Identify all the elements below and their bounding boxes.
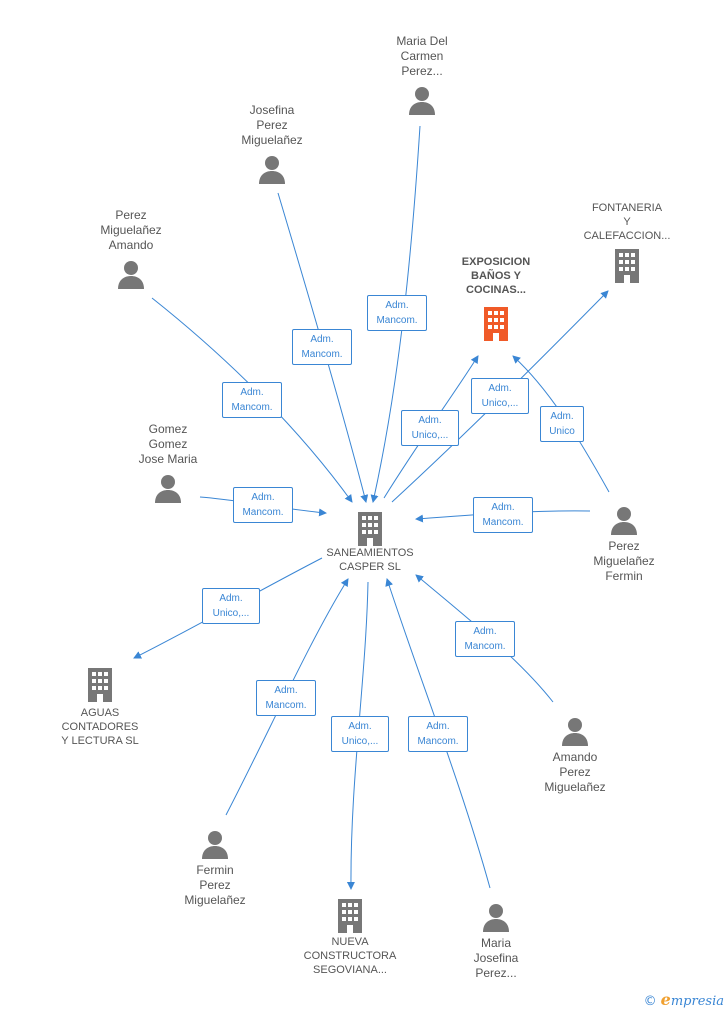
edge-label-maria-josefina[interactable]: Adm. Mancom. — [408, 716, 468, 752]
person-icon — [562, 718, 588, 746]
person-icon — [483, 904, 509, 932]
person-gomez[interactable]: Gomez Gomez Jose Maria — [118, 422, 218, 503]
company-label: NUEVA CONSTRUCTORA SEGOVIANA... — [303, 936, 397, 976]
edge-label-fermin-expo[interactable]: Adm. Unico — [540, 406, 584, 442]
building-icon — [338, 899, 362, 933]
building-icon — [358, 512, 382, 546]
company-saneamientos-casper[interactable]: SANEAMIENTOS CASPER SL — [310, 510, 430, 574]
edge-label-center-nueva[interactable]: Adm. Unico,... — [331, 716, 389, 752]
person-josefina[interactable]: Josefina Perez Miguelañez — [222, 103, 322, 184]
person-label: Perez Miguelañez Amando — [100, 208, 162, 252]
copyright-symbol: © — [643, 994, 657, 1009]
person-icon — [409, 87, 435, 115]
edge-label-fermin-perez[interactable]: Adm. Mancom. — [256, 680, 316, 716]
building-icon — [88, 668, 112, 702]
company-exposicion[interactable]: EXPOSICION BAÑOS Y COCINAS... — [436, 255, 556, 341]
company-nueva-constructora[interactable]: NUEVA CONSTRUCTORA SEGOVIANA... — [290, 897, 410, 977]
company-label: FONTANERIA Y CALEFACCION... — [583, 202, 671, 242]
person-label: Josefina Perez Miguelañez — [241, 103, 303, 147]
building-icon — [615, 249, 639, 283]
person-maria-josefina[interactable]: Maria Josefina Perez... — [446, 902, 546, 981]
company-label: EXPOSICION BAÑOS Y COCINAS... — [461, 256, 531, 296]
person-maria-del-carmen[interactable]: Maria Del Carmen Perez... — [372, 34, 472, 115]
company-fontaneria[interactable]: FONTANERIA Y CALEFACCION... — [567, 201, 687, 283]
person-label: Maria Josefina Perez... — [473, 936, 519, 980]
brand-footer[interactable]: ©empresia — [644, 990, 724, 1009]
brand-name: mpresia — [670, 994, 724, 1009]
person-perez-amando[interactable]: Perez Miguelañez Amando — [81, 208, 181, 289]
edge-label-gomez[interactable]: Adm. Mancom. — [233, 487, 293, 523]
person-amando-perez[interactable]: Amando Perez Miguelañez — [525, 716, 625, 795]
edge-label-amando-perez[interactable]: Adm. Mancom. — [455, 621, 515, 657]
company-aguas[interactable]: AGUAS CONTADORES Y LECTURA SL — [40, 666, 160, 748]
edge-label-center-aguas[interactable]: Adm. Unico,... — [202, 588, 260, 624]
person-icon — [611, 507, 637, 535]
person-fermin-perez[interactable]: Fermin Perez Miguelañez — [165, 829, 265, 908]
edge-label-center-fontaneria[interactable]: Adm. Unico,... — [471, 378, 529, 414]
person-perez-fermin[interactable]: Perez Miguelañez Fermin — [574, 505, 674, 584]
person-label: Amando Perez Miguelañez — [544, 750, 606, 794]
brand-initial: e — [660, 990, 671, 1009]
person-label: Gomez Gomez Jose Maria — [138, 422, 198, 466]
edge-label-perez-amando[interactable]: Adm. Mancom. — [222, 382, 282, 418]
edge-label-maria-del-carmen[interactable]: Adm. Mancom. — [367, 295, 427, 331]
person-label: Perez Miguelañez Fermin — [593, 539, 655, 583]
person-label: Fermin Perez Miguelañez — [184, 863, 246, 907]
person-icon — [259, 156, 285, 184]
company-label: SANEAMIENTOS CASPER SL — [326, 547, 414, 573]
person-label: Maria Del Carmen Perez... — [396, 34, 448, 78]
edge-label-josefina[interactable]: Adm. Mancom. — [292, 329, 352, 365]
person-icon — [202, 831, 228, 859]
edge-label-perez-fermin[interactable]: Adm. Mancom. — [473, 497, 533, 533]
building-icon — [484, 307, 508, 341]
person-icon — [155, 475, 181, 503]
edge-label-center-expo[interactable]: Adm. Unico,... — [401, 410, 459, 446]
person-icon — [118, 261, 144, 289]
company-label: AGUAS CONTADORES Y LECTURA SL — [61, 707, 139, 747]
